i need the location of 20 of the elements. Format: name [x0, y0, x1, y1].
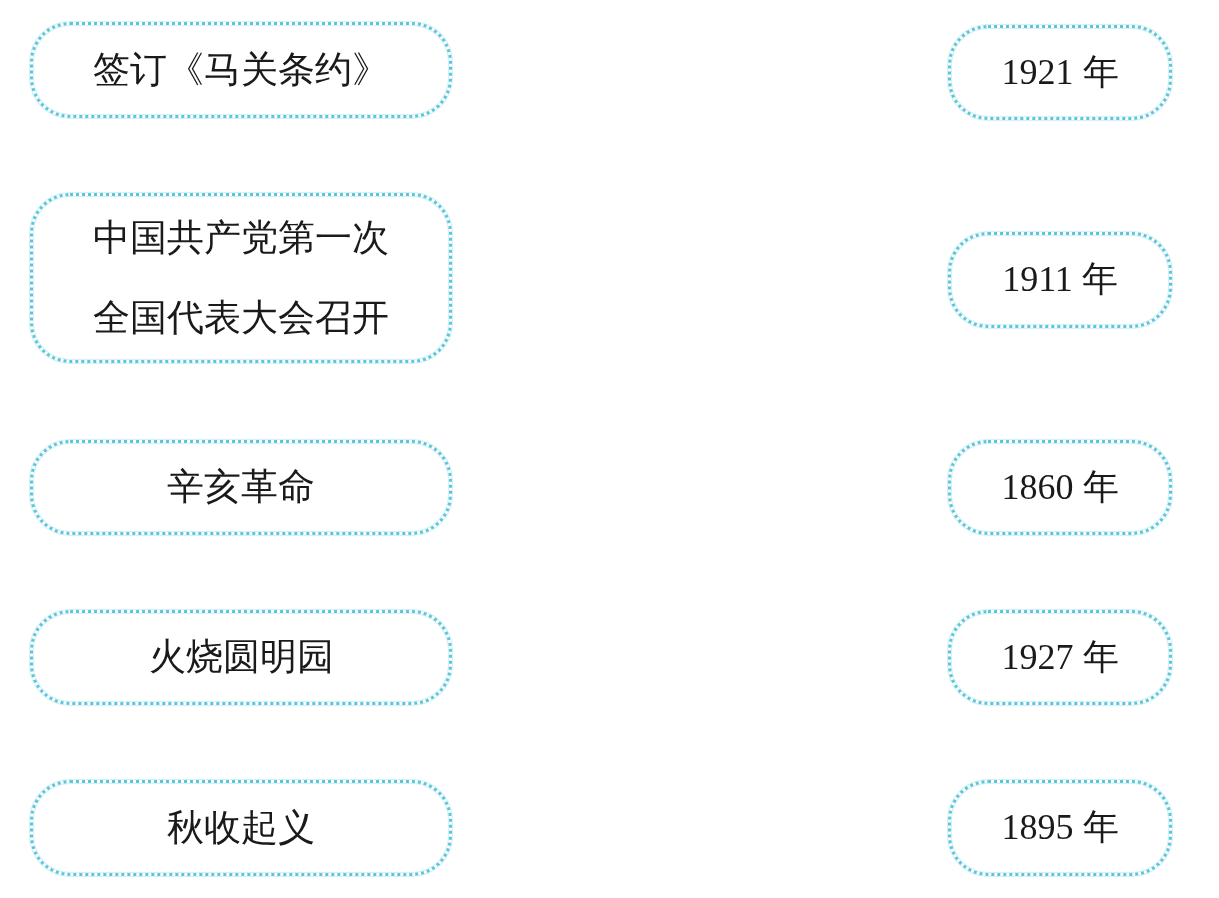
event-text: 中国共产党第一次全国代表大会召开	[92, 216, 390, 340]
year-box	[948, 232, 1172, 328]
year-text: 1860 年	[1001, 465, 1119, 509]
year-text: 1927 年	[1001, 635, 1119, 679]
year-text: 1921 年	[1001, 50, 1119, 94]
year-box	[948, 610, 1172, 705]
event-text: 签订《马关条约》	[93, 47, 389, 92]
event-text: 火烧圆明园	[148, 635, 334, 680]
year-box	[948, 780, 1172, 876]
year-box	[948, 25, 1172, 120]
event-box	[30, 440, 452, 535]
event-box	[30, 780, 452, 876]
year-box	[948, 440, 1172, 535]
year-text: 1911 年	[1002, 258, 1118, 302]
year-text: 1895 年	[1001, 806, 1119, 850]
event-box	[30, 22, 452, 118]
event-box	[30, 193, 452, 363]
event-text: 辛亥革命	[167, 465, 315, 510]
event-box	[30, 610, 452, 705]
event-text: 秋收起义	[167, 805, 315, 850]
